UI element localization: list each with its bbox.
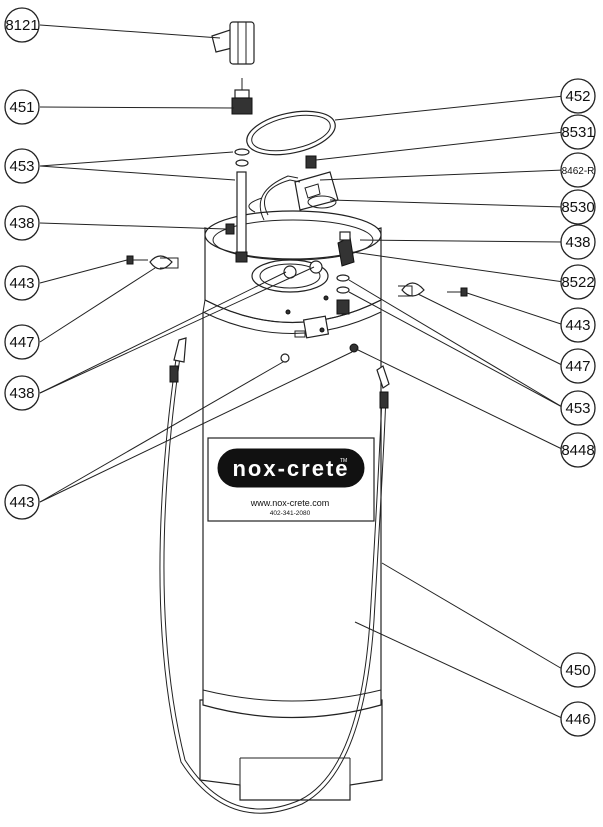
callout-8531: 8531 — [560, 114, 596, 150]
strap-clip-left — [173, 337, 187, 363]
callout-438: 438 — [4, 205, 40, 241]
fitting-part — [231, 78, 253, 115]
callout-451: 451 — [4, 89, 40, 125]
screw-part-right — [447, 287, 468, 297]
washer-part — [336, 274, 350, 282]
callout-443: 443 — [4, 484, 40, 520]
svg-text:438: 438 — [565, 234, 590, 251]
callout-8121: 8121 — [4, 7, 40, 43]
logo-text: nox-crete — [232, 456, 349, 481]
gasket-ring-part — [246, 110, 336, 156]
svg-text:8448: 8448 — [561, 442, 594, 459]
elbow-fitting-part — [337, 231, 355, 267]
callout-447: 447 — [4, 324, 40, 360]
washer-part — [234, 148, 250, 156]
nox-crete-logo — [217, 448, 365, 488]
callout-443: 443 — [4, 265, 40, 301]
svg-text:8121: 8121 — [5, 17, 38, 34]
svg-text:8462-R: 8462-R — [562, 166, 595, 177]
screw-part — [349, 343, 359, 353]
svg-text:8522: 8522 — [561, 274, 594, 291]
brand-label-panel: nox-crete TM www.nox-crete.com 402-341-2… — [207, 437, 375, 522]
svg-text:450: 450 — [565, 662, 590, 679]
shoulder-strap — [159, 337, 390, 814]
callout-8530: 8530 — [560, 189, 596, 225]
callout-443: 443 — [560, 307, 596, 343]
callout-438: 438 — [560, 224, 596, 260]
website-text: www.nox-crete.com — [250, 498, 330, 508]
callout-8448: 8448 — [560, 432, 596, 468]
washer-part — [336, 286, 350, 294]
callout-bubbles: 8121 451 453 438 443 447 438 443 — [4, 7, 596, 737]
svg-text:438: 438 — [9, 215, 34, 232]
lid-assembly-part — [248, 171, 339, 221]
logo-trademark: TM — [340, 458, 347, 464]
d-ring-part-left — [149, 255, 179, 270]
screw-part — [280, 353, 290, 363]
d-ring-part-right — [398, 282, 425, 297]
screw-part-left — [126, 255, 148, 265]
callout-450: 450 — [560, 652, 596, 688]
leader-lines — [39, 24, 565, 720]
svg-text:447: 447 — [9, 334, 34, 351]
tank-top-rim — [204, 210, 382, 260]
washer-part — [235, 159, 249, 167]
callout-453: 453 — [560, 390, 596, 426]
svg-text:8530: 8530 — [561, 199, 594, 216]
svg-text:453: 453 — [9, 158, 34, 175]
callout-8462-r: 8462-R — [560, 152, 596, 188]
valve-assembly-part — [211, 21, 255, 65]
svg-text:446: 446 — [565, 711, 590, 728]
callout-446: 446 — [560, 701, 596, 737]
svg-text:438: 438 — [9, 385, 34, 402]
svg-text:453: 453 — [565, 400, 590, 417]
svg-text:451: 451 — [9, 99, 34, 116]
phone-text: 402-341-2080 — [270, 510, 311, 517]
nut-part — [225, 223, 235, 235]
callout-438: 438 — [4, 375, 40, 411]
svg-text:447: 447 — [565, 358, 590, 375]
tank-base-skirt — [199, 699, 383, 801]
svg-text:452: 452 — [565, 88, 590, 105]
strap-clip-right — [376, 365, 390, 389]
callout-447: 447 — [560, 348, 596, 384]
pressure-valve-part — [305, 155, 317, 169]
svg-text:443: 443 — [565, 317, 590, 334]
svg-text:443: 443 — [9, 494, 34, 511]
svg-text:8531: 8531 — [561, 124, 594, 141]
callout-453: 453 — [4, 148, 40, 184]
callout-8522: 8522 — [560, 264, 596, 300]
svg-text:443: 443 — [9, 275, 34, 292]
dip-tube-part — [235, 171, 248, 263]
callout-452: 452 — [560, 78, 596, 114]
